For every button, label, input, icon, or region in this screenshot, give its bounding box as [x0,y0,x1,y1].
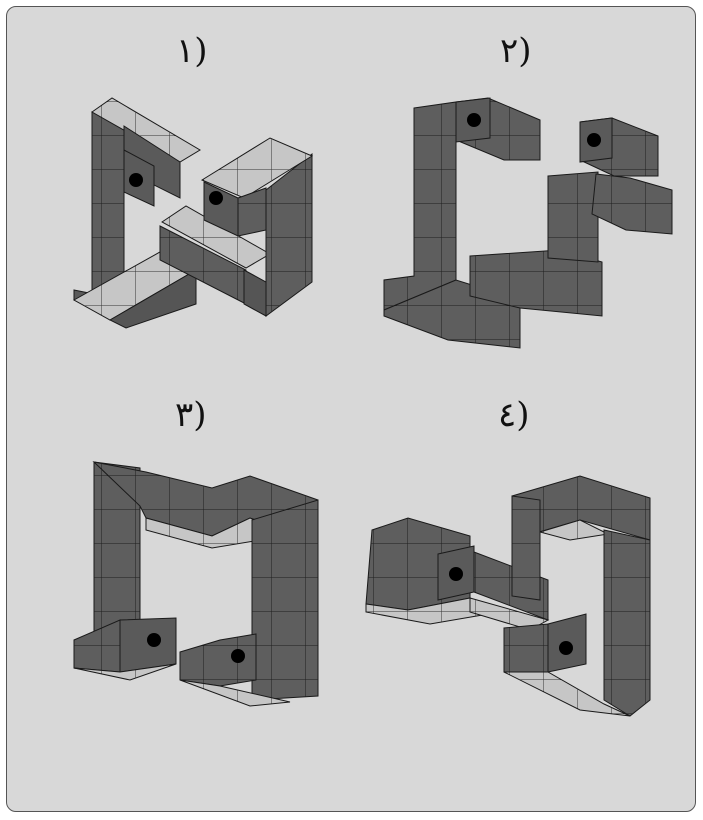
dot-marker [587,133,601,147]
figure-option-1 [74,98,312,328]
dot-marker [209,191,223,205]
figure-option-3 [74,462,318,706]
dot-marker [449,567,463,581]
option-4-label: ٤) [498,398,530,432]
option-3-label: ٣) [175,398,207,432]
figure-option-2 [384,98,672,348]
dot-marker [467,113,481,127]
figure-option-4 [366,476,650,716]
option-1-label: ١) [176,34,208,68]
dot-marker [147,633,161,647]
dot-marker [129,173,143,187]
option-2-label: ٢) [500,34,532,68]
dot-marker [559,641,573,655]
dot-marker [231,649,245,663]
